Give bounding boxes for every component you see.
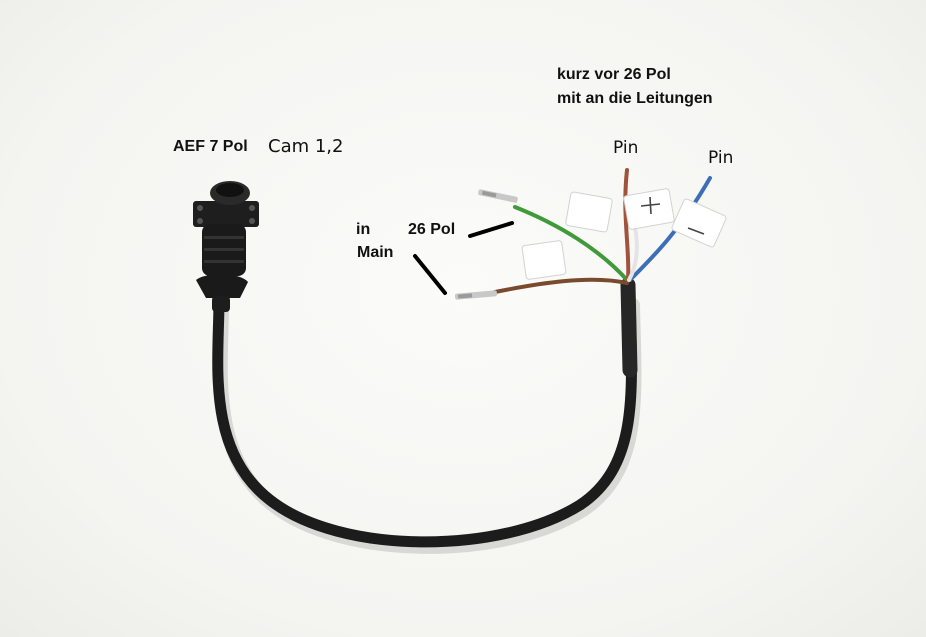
pin-left-label: Pin [613, 138, 639, 158]
crimp-pin-upper [478, 189, 518, 203]
crimp-pin-lower [454, 290, 498, 300]
connector-sub-label: Cam 1,2 [268, 136, 344, 157]
connector-flange [193, 201, 259, 227]
connector-name-label: AEF 7 Pol [173, 138, 248, 155]
wire-green [513, 205, 629, 282]
pin-right-label: Pin [708, 148, 734, 168]
aef-connector [193, 181, 259, 312]
pol26-label: 26 Pol [408, 221, 456, 238]
wire-tag-minus [671, 198, 727, 248]
pointer-line-26pol [468, 221, 514, 238]
main-cable [212, 294, 637, 548]
main-label: Main [357, 244, 394, 261]
in-label: in [356, 221, 371, 238]
wire-tag-plus [623, 188, 675, 230]
pointer-line-main [413, 254, 447, 295]
wire-blue [628, 176, 712, 282]
wire-tag-lower-left [521, 240, 567, 280]
connector-strain-relief [196, 274, 248, 298]
note-line-2: mit an die Leitungen [557, 90, 713, 107]
heat-shrink-sleeve [620, 277, 638, 378]
wire-red-brown [623, 168, 631, 282]
wire-brown [493, 277, 629, 294]
wire-tag-upper-left [565, 191, 613, 233]
note-line-1: kurz vor 26 Pol [557, 66, 671, 83]
